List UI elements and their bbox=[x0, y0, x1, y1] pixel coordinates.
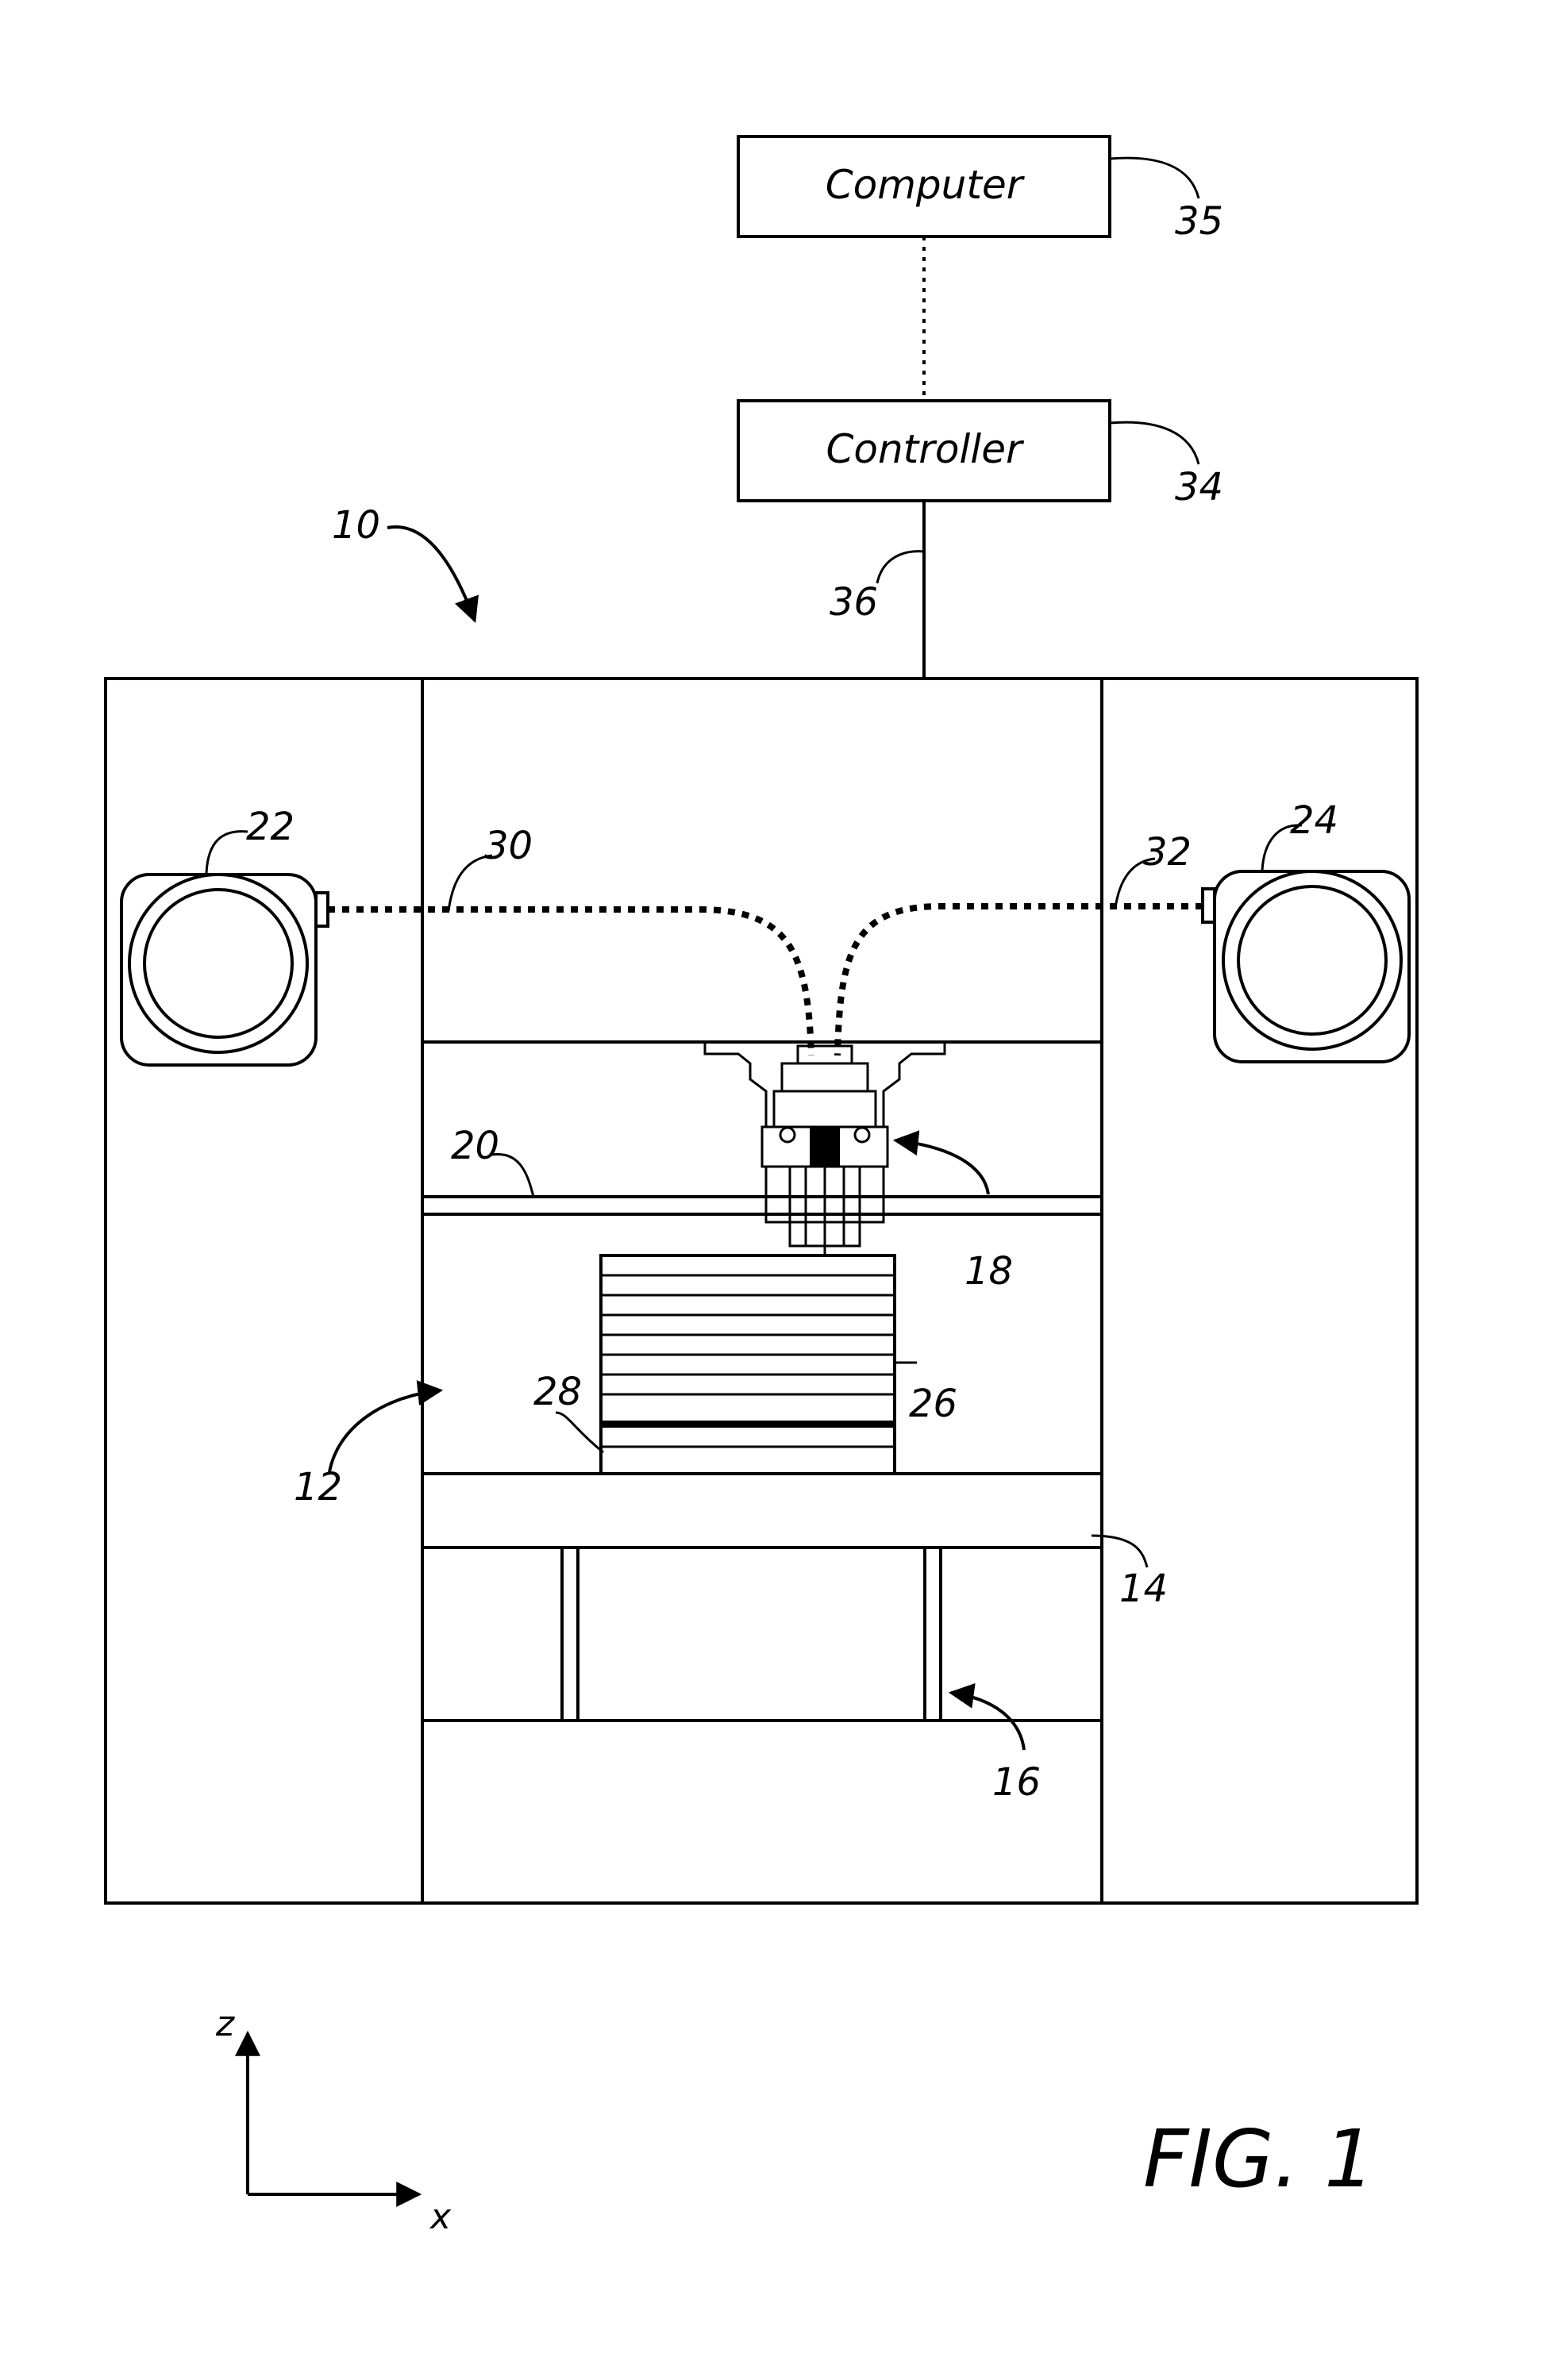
support-leader bbox=[556, 1413, 603, 1452]
ref-18: 18 bbox=[965, 1249, 1013, 1294]
ref-32: 32 bbox=[1143, 830, 1192, 875]
feed-line-left bbox=[328, 909, 811, 1055]
feed-line-right bbox=[837, 906, 1203, 1055]
system-arrow bbox=[387, 527, 475, 621]
z-axis-label: z bbox=[215, 2004, 235, 2044]
controller-label: Controller bbox=[826, 426, 1024, 472]
ref-22: 22 bbox=[246, 805, 295, 849]
comm-line-leader bbox=[877, 552, 924, 583]
platen-gantry bbox=[422, 1548, 1102, 1721]
ref-16: 16 bbox=[992, 1760, 1041, 1805]
computer-box: Computer bbox=[738, 136, 1110, 236]
figure-label: FIG. 1 bbox=[1143, 2113, 1375, 2205]
ref-28: 28 bbox=[533, 1370, 582, 1414]
controller-leader bbox=[1110, 422, 1199, 464]
ref-36: 36 bbox=[830, 580, 878, 625]
ref-34: 34 bbox=[1175, 465, 1223, 509]
ref-26: 26 bbox=[909, 1382, 957, 1426]
controller-box: Controller bbox=[738, 401, 1110, 501]
computer-leader bbox=[1110, 158, 1199, 198]
platen bbox=[422, 1474, 1102, 1548]
supply-left bbox=[121, 875, 328, 1065]
ref-20: 20 bbox=[451, 1124, 499, 1168]
printed-part bbox=[601, 1255, 895, 1474]
supply-left-leader bbox=[206, 832, 248, 873]
ref-14: 14 bbox=[1119, 1567, 1168, 1611]
ref-10: 10 bbox=[332, 503, 380, 548]
ref-30: 30 bbox=[484, 824, 533, 868]
computer-label: Computer bbox=[826, 162, 1026, 208]
platen-leader bbox=[1092, 1536, 1147, 1567]
x-axis-label: x bbox=[429, 2197, 452, 2237]
ref-35: 35 bbox=[1175, 199, 1223, 244]
ref-24: 24 bbox=[1290, 798, 1338, 843]
print-head bbox=[705, 1042, 945, 1255]
head-gantry bbox=[422, 1197, 1102, 1214]
ref-12: 12 bbox=[294, 1465, 342, 1509]
supply-right bbox=[1203, 871, 1409, 1062]
print-head-arrow bbox=[895, 1140, 988, 1194]
